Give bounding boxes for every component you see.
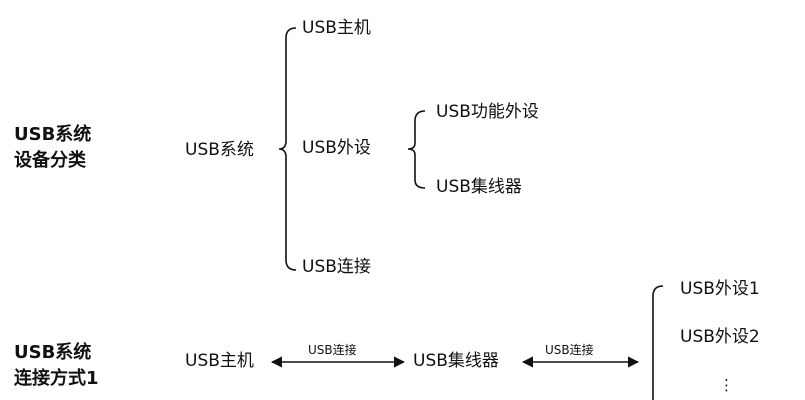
node-usb-device: USB外设 [302,138,371,158]
classification-title-line2: 设备分类 [14,150,86,171]
node-peripheral-2: USB外设2 [680,327,760,347]
link-label-1: USB连接 [308,343,357,357]
brace-system [278,27,297,271]
brace-device [407,110,426,189]
connection-title-line2: 连接方式1 [14,368,99,389]
node-usb-hub-child: USB集线器 [436,177,522,197]
node-usb-function-device: USB功能外设 [436,102,539,122]
connection-title-line1: USB系统 [14,342,92,363]
brace-peripherals [652,285,664,400]
node-usb-host: USB主机 [302,18,371,38]
node-usb-connection: USB连接 [302,257,371,277]
more-peripherals-ellipsis: ⋮ [719,376,734,394]
link-label-2: USB连接 [545,343,594,357]
classification-title-line1: USB系统 [14,124,92,145]
node-hub: USB集线器 [413,351,499,371]
node-host: USB主机 [185,351,254,371]
node-usb-system: USB系统 [185,140,254,160]
node-peripheral-1: USB外设1 [680,279,760,299]
